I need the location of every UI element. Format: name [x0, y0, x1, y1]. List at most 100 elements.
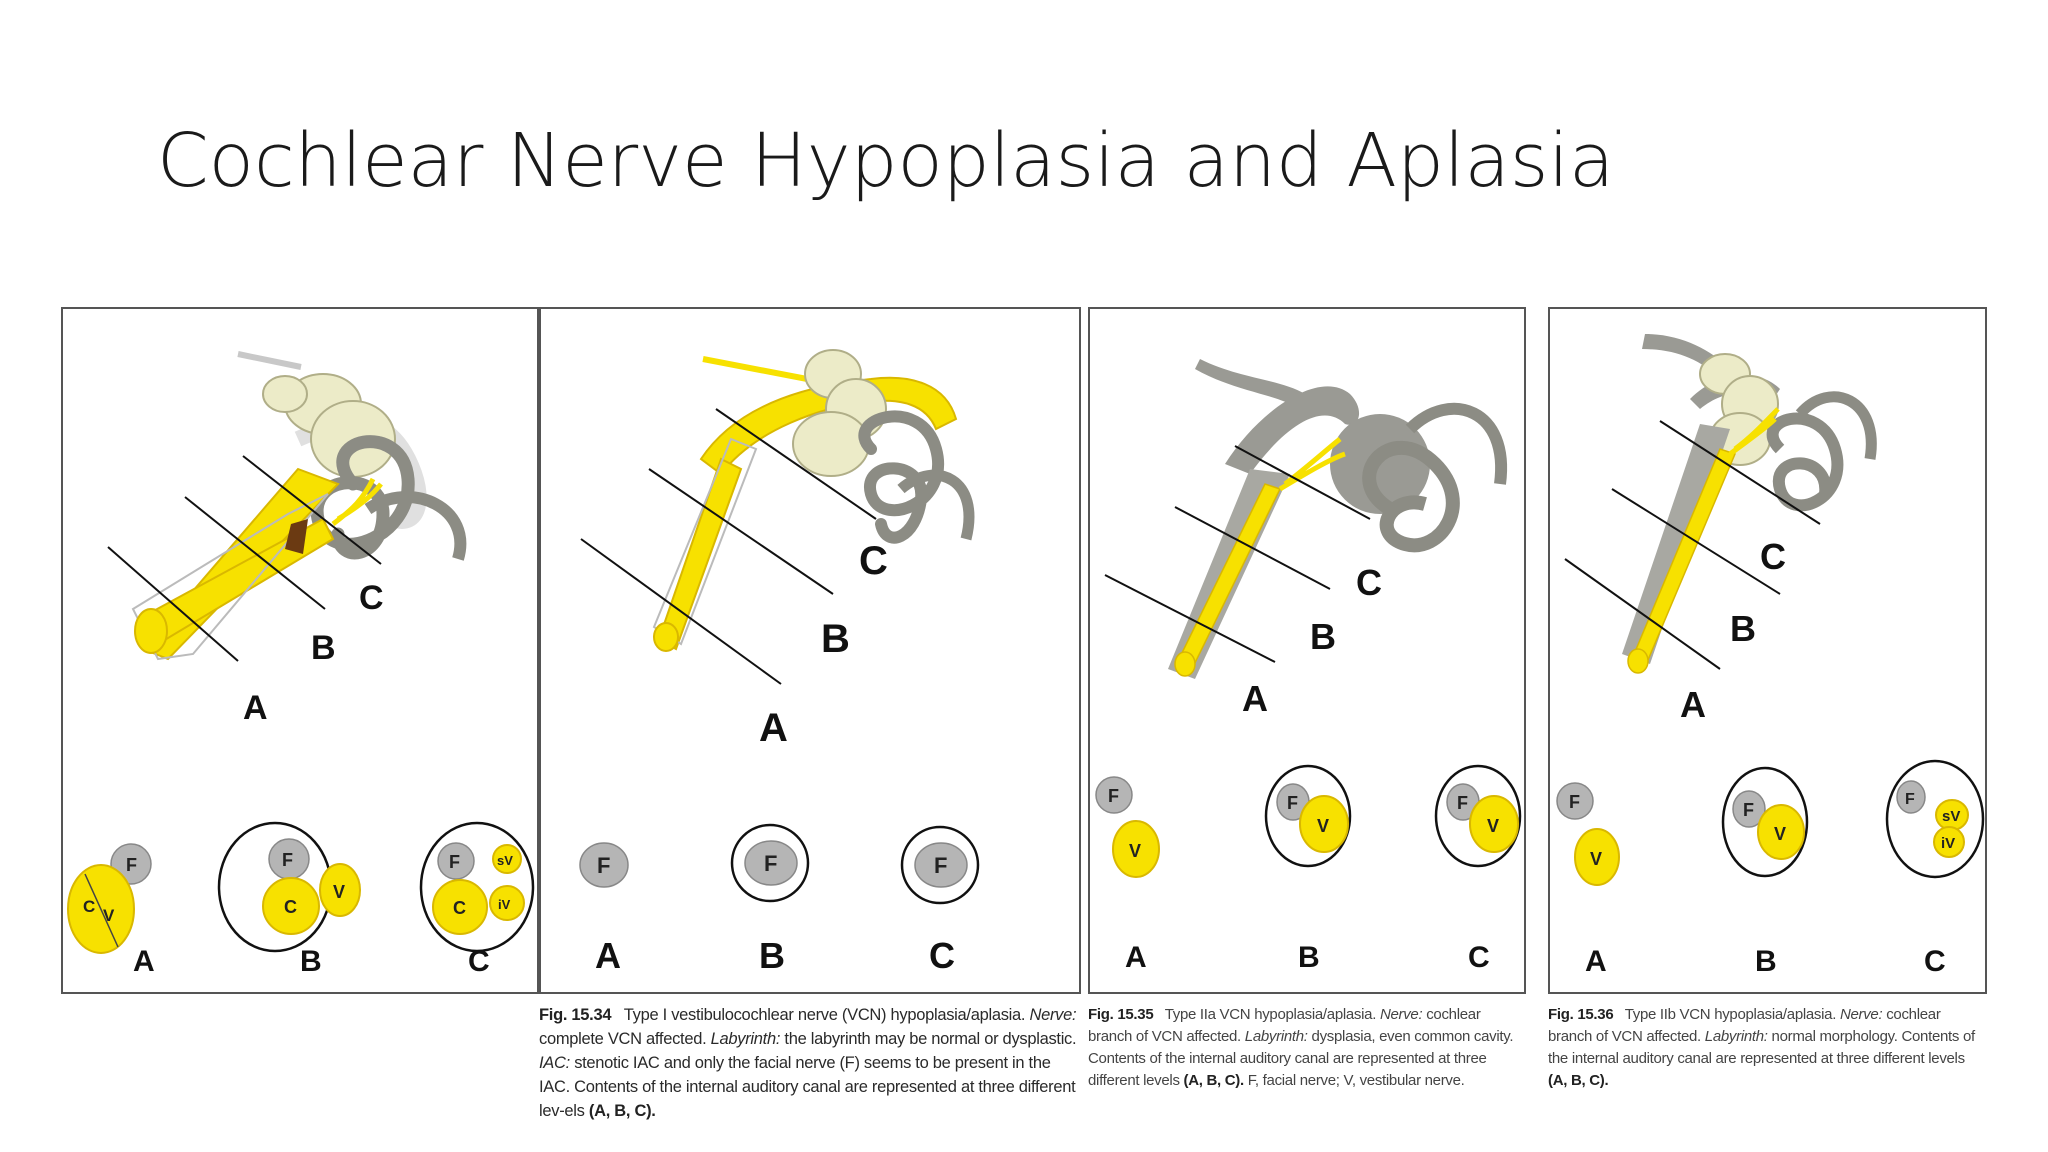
- caption-text: normal morphology. Contents of the inter…: [1548, 1028, 1975, 1067]
- nerve-label-v: V: [1774, 824, 1786, 844]
- nerve-label-iv: iV: [1941, 835, 1955, 852]
- nerve-label-iv: iV: [498, 897, 511, 912]
- section-line-b: [1174, 506, 1331, 590]
- nerve-label-c: C: [453, 898, 466, 918]
- section-label-a: A: [759, 706, 788, 750]
- cross-section-b: F C V: [217, 821, 361, 953]
- caption-fig-number: Fig. 15.35: [1088, 1006, 1154, 1023]
- caption-text: dysplasia, even common cavity. Contents …: [1088, 1028, 1514, 1089]
- caption-text: complete VCN affected.: [539, 1030, 707, 1048]
- labyrinth-illustration: [652, 349, 975, 652]
- figure-panel-type-i: A B C F F F A B C: [539, 307, 1081, 994]
- cross-section-b: F V: [1264, 764, 1352, 868]
- nerve-label-f: F: [282, 850, 293, 870]
- caption-text: Type IIb VCN hypoplasia/aplasia.: [1624, 1006, 1837, 1023]
- level-label-c: C: [1468, 941, 1490, 974]
- section-label-c: C: [359, 579, 384, 617]
- cross-section-c: F: [900, 825, 980, 905]
- nerve-label-v: V: [333, 882, 345, 902]
- labyrinth-diagram-3: A B C F V F V F V A B C: [1095, 359, 1522, 974]
- level-label-b: B: [1755, 945, 1777, 978]
- caption-text: Type IIa VCN hypoplasia/aplasia.: [1164, 1006, 1377, 1023]
- level-label-b: B: [759, 935, 785, 976]
- cross-section-a: F C V: [67, 843, 152, 954]
- figure-panel-type-iia: A B C F V F V F V A B C: [1088, 307, 1526, 994]
- labyrinth-diagram-2: A B C F F F A B C: [579, 349, 980, 976]
- section-line-b: [1611, 488, 1781, 595]
- level-label-a: A: [1125, 941, 1147, 974]
- cross-section-a: F V: [1556, 782, 1620, 886]
- caption-levels: (A, B, C).: [588, 1102, 656, 1120]
- caption-labyrinth-label: Labyrinth:: [710, 1030, 781, 1048]
- section-label-a: A: [1242, 678, 1268, 719]
- caption-labyrinth-label: Labyrinth:: [1244, 1028, 1308, 1045]
- labyrinth-diagram-1: A B C F C V F C V F: [67, 351, 535, 978]
- cross-section-c: F sV C iV: [419, 821, 535, 953]
- section-label-c: C: [1356, 562, 1382, 603]
- section-label-b: B: [1310, 616, 1336, 657]
- caption-fig-15-36: Fig. 15.36 Type IIb VCN hypoplasia/aplas…: [1548, 1004, 1984, 1092]
- section-line-c: [242, 455, 382, 565]
- nerve-label-sv: sV: [497, 853, 513, 868]
- section-line-a: [580, 538, 782, 685]
- cross-section-c: F V: [1434, 764, 1522, 868]
- figure-panel-type-iib: A B C F V F V F sV iV A B C: [1548, 307, 1987, 994]
- nerve-label-c: C: [284, 897, 297, 917]
- section-line-c: [1659, 420, 1821, 525]
- section-label-b: B: [1730, 608, 1756, 649]
- section-label-a: A: [243, 689, 268, 727]
- labyrinth-illustration: [1622, 334, 1877, 674]
- level-label-a: A: [1585, 945, 1607, 978]
- labyrinth-illustration: [131, 351, 467, 661]
- caption-fig-number: Fig. 15.36: [1548, 1006, 1614, 1023]
- figure-panel-type-i-normal: A B C F C V F C V F: [61, 307, 539, 994]
- section-line-b: [648, 468, 834, 595]
- caption-fig-15-35: Fig. 15.35 Type IIa VCN hypoplasia/aplas…: [1088, 1004, 1518, 1092]
- level-label-c: C: [1924, 945, 1946, 978]
- caption-text: Type I vestibulocochlear nerve (VCN) hyp…: [623, 1006, 1026, 1024]
- nerve-label-f: F: [1108, 786, 1119, 806]
- nerve-label-f: F: [126, 855, 137, 875]
- caption-iac-label: IAC:: [539, 1054, 570, 1072]
- nerve-label-f: F: [1905, 791, 1915, 808]
- level-label-a: A: [595, 935, 621, 976]
- level-label-b: B: [300, 945, 322, 978]
- level-label-c: C: [929, 935, 955, 976]
- caption-fig-15-34: Fig. 15.34 Type I vestibulocochlear nerv…: [539, 1003, 1079, 1123]
- nerve-label-v: V: [103, 906, 115, 925]
- section-label-a: A: [1680, 684, 1706, 725]
- nerve-label-f: F: [1287, 793, 1298, 813]
- caption-nerve-label: Nerve:: [1379, 1006, 1423, 1023]
- nerve-label-f: F: [764, 851, 777, 876]
- caption-nerve-label: Nerve:: [1839, 1006, 1883, 1023]
- cross-section-a: F: [579, 842, 629, 888]
- section-line-a: [1104, 574, 1276, 663]
- caption-levels: (A, B, C).: [1548, 1072, 1609, 1089]
- nerve-label-sv: sV: [1942, 808, 1960, 825]
- section-line-a: [1564, 558, 1721, 670]
- caption-labyrinth-label: Labyrinth:: [1704, 1028, 1768, 1045]
- caption-text: the labyrinth may be normal or dysplasti…: [784, 1030, 1077, 1048]
- nerve-label-v: V: [1129, 841, 1141, 861]
- nerve-label-v: V: [1487, 816, 1499, 836]
- labyrinth-illustration: [1168, 359, 1508, 679]
- nerve-label-f: F: [1743, 800, 1754, 820]
- section-line-c: [1234, 445, 1371, 520]
- nerve-label-f: F: [449, 852, 460, 872]
- cross-section-a: F V: [1095, 776, 1160, 878]
- nerve-label-v: V: [1590, 849, 1602, 869]
- nerve-label-f: F: [1457, 793, 1468, 813]
- level-label-c: C: [468, 945, 490, 978]
- section-label-b: B: [311, 629, 336, 667]
- caption-text: cochlear branch of VCN affected.: [1088, 1006, 1481, 1045]
- section-line-a: [107, 546, 239, 662]
- caption-text: cochlear branch of VCN affected.: [1548, 1006, 1941, 1045]
- slide-title: Cochlear Nerve Hypoplasia and Aplasia: [157, 118, 1615, 204]
- section-line-b: [184, 496, 326, 610]
- caption-text: stenotic IAC and only the facial nerve (…: [539, 1054, 1076, 1120]
- level-label-b: B: [1298, 941, 1320, 974]
- nerve-label-c: C: [83, 897, 95, 916]
- caption-nerve-label: Nerve:: [1029, 1006, 1077, 1024]
- cross-section-b: F: [730, 823, 810, 903]
- section-label-c: C: [859, 539, 888, 583]
